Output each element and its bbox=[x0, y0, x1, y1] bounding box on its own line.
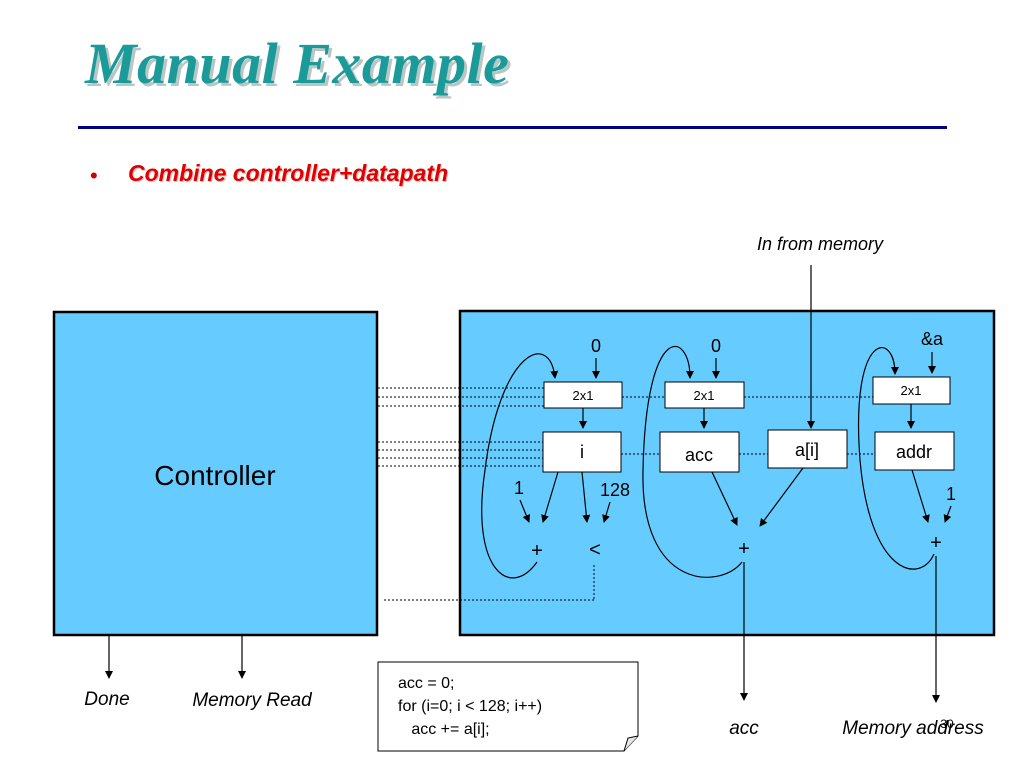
const-inc-addr: 1 bbox=[946, 484, 956, 504]
register-i bbox=[542, 431, 622, 473]
op-add-acc: + bbox=[738, 538, 750, 560]
op-add-addr: + bbox=[930, 532, 942, 554]
const-inc-i: 1 bbox=[514, 478, 524, 498]
slide-number: 30 bbox=[940, 717, 954, 731]
datapath-box bbox=[458, 309, 996, 637]
in-from-memory-label: In from memory bbox=[757, 234, 884, 254]
mux-acc-label: 2x1 bbox=[694, 388, 715, 403]
mux-addr bbox=[872, 376, 951, 405]
register-a-i bbox=[767, 429, 848, 469]
register-acc bbox=[659, 431, 740, 473]
register-acc-label: acc bbox=[685, 445, 713, 465]
memory-address-label: Memory address bbox=[842, 718, 984, 739]
controller-box bbox=[52, 310, 379, 637]
register-addr bbox=[874, 431, 955, 471]
code-line-3: acc += a[i]; bbox=[398, 721, 490, 738]
title-underline bbox=[78, 126, 947, 129]
code-line-2: for (i=0; i < 128; i++) bbox=[398, 698, 543, 715]
done-label: Done bbox=[84, 689, 129, 710]
op-compare: < bbox=[589, 539, 601, 561]
const-i-init: 0 bbox=[591, 336, 601, 356]
code-line-1: acc = 0; bbox=[398, 675, 455, 692]
register-i-label: i bbox=[580, 442, 584, 462]
register-a-i-label: a[i] bbox=[795, 440, 819, 460]
bullet-text: Combine controller+datapath bbox=[128, 160, 449, 186]
op-add-i: + bbox=[531, 540, 543, 562]
const-acc-init: 0 bbox=[711, 336, 721, 356]
register-addr-label: addr bbox=[896, 442, 932, 462]
bullet-marker: • bbox=[90, 163, 98, 188]
const-limit: 128 bbox=[600, 480, 630, 500]
memory-read-label: Memory Read bbox=[192, 690, 313, 711]
mux-i-label: 2x1 bbox=[573, 388, 594, 403]
controller-label: Controller bbox=[154, 460, 275, 491]
mux-addr-label: 2x1 bbox=[901, 383, 922, 398]
acc-output-label: acc bbox=[729, 718, 759, 739]
control-lines bbox=[378, 387, 875, 601]
feedback-loops bbox=[481, 345, 935, 579]
slide-title: Manual Example bbox=[85, 31, 510, 96]
const-addr-init: &a bbox=[921, 329, 944, 349]
